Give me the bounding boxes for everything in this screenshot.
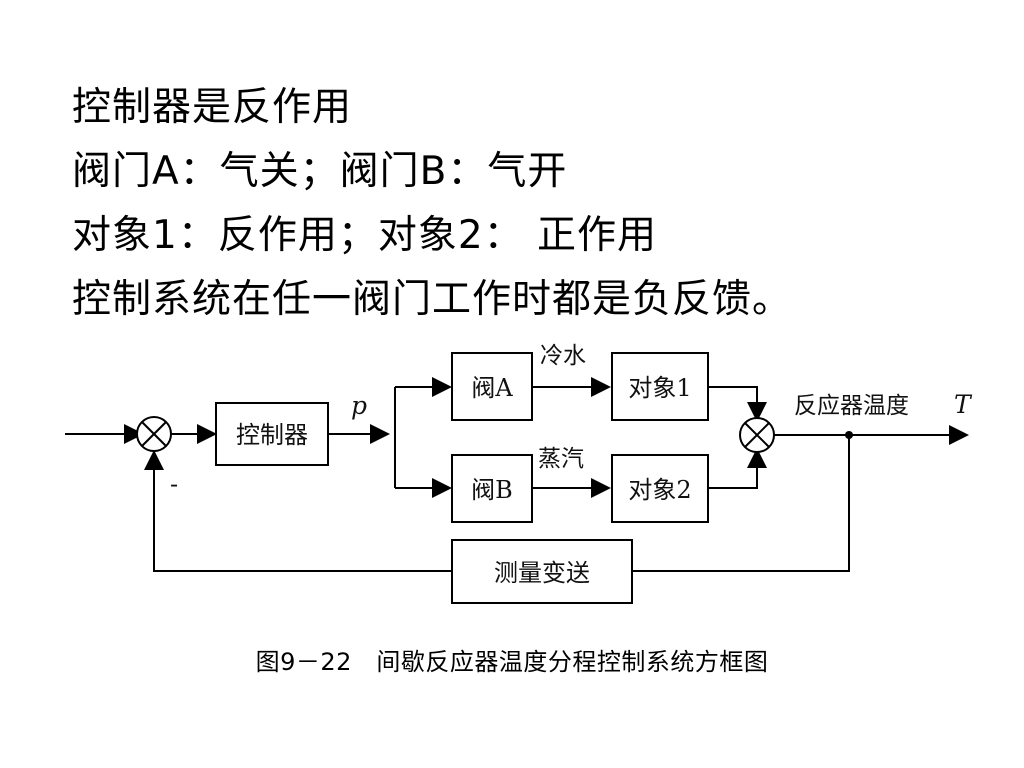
negative-feedback-line: 控制系统在任一阀门工作时都是负反馈。 bbox=[72, 277, 793, 322]
feedback-line-left bbox=[144, 450, 452, 572]
valve-b-label: 阀B bbox=[471, 476, 513, 504]
object-action-line: 对象1：反作用；对象2： 正作用 bbox=[72, 213, 658, 258]
steam-label: 蒸汽 bbox=[538, 446, 584, 472]
object-1-block: 对象1 bbox=[611, 352, 709, 421]
object-1-label: 对象1 bbox=[628, 374, 691, 402]
slide-text: 控制器是反作用 阀门A：气关；阀门B：气开 对象1：反作用；对象2： 正作用 控… bbox=[72, 76, 992, 332]
object-2-block: 对象2 bbox=[611, 454, 709, 523]
controller-label: 控制器 bbox=[236, 421, 308, 449]
valve-b-block: 阀B bbox=[451, 454, 533, 523]
block-diagram: 控制器 p 阀A 阀B 冷水 蒸汽 对象1 对象2 bbox=[0, 330, 1024, 620]
measurement-transmitter-block: 测量变送 bbox=[451, 539, 633, 604]
split-range-control-diagram: 控制器 p 阀A 阀B 冷水 蒸汽 对象1 对象2 bbox=[65, 343, 973, 604]
summing-junction-2 bbox=[739, 417, 775, 453]
temperature-symbol: T bbox=[954, 390, 973, 419]
controller-direction-line: 控制器是反作用 bbox=[72, 85, 353, 130]
controller-block: 控制器 bbox=[215, 402, 329, 466]
diagram-caption: 图9－22 间歇反应器温度分程控制系统方框图 bbox=[255, 648, 769, 676]
cold-water-label: 冷水 bbox=[540, 343, 586, 369]
reactor-temperature-label: 反应器温度 bbox=[794, 393, 909, 419]
valve-a-label: 阀A bbox=[471, 374, 513, 402]
summing-junction-1 bbox=[136, 416, 172, 452]
object-1-to-junction-2-arrow bbox=[708, 386, 767, 422]
measurement-transmitter-label: 测量变送 bbox=[494, 559, 590, 587]
valve-action-line: 阀门A：气关；阀门B：气开 bbox=[72, 149, 568, 194]
object-2-to-junction-2-arrow bbox=[708, 448, 767, 489]
feedback-sign: - bbox=[170, 470, 178, 498]
valve-a-block: 阀A bbox=[451, 352, 533, 421]
controller-output-label: p bbox=[351, 391, 367, 420]
object-2-label: 对象2 bbox=[628, 476, 691, 504]
feedback-line-right bbox=[632, 435, 850, 572]
